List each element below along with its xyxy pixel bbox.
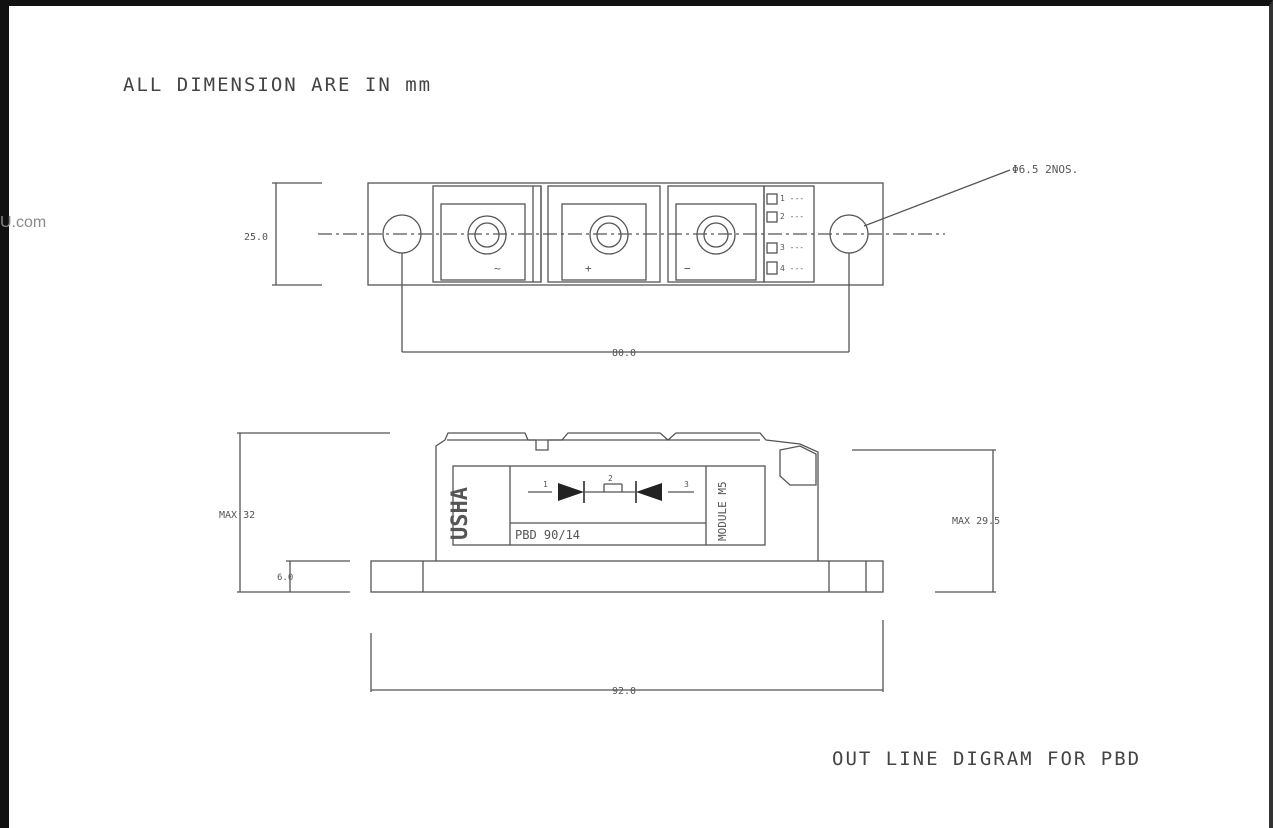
pin-label: 3 ---: [780, 243, 804, 252]
width-dimension: 25.0: [244, 232, 268, 243]
module-housing: [435, 432, 819, 561]
diode-symbol: [558, 483, 584, 501]
right-height-dimension: MAX 29.5: [952, 516, 1000, 527]
screw-terminal-2: [589, 215, 629, 255]
terminal-mark-plus: +: [585, 262, 592, 275]
terminal-mark-ac: ~: [494, 262, 501, 275]
hole-note: Φ6.5 2NOS.: [1012, 163, 1078, 176]
units-heading: ALL DIMENSION ARE IN mm: [123, 74, 433, 96]
terminal-mark-minus: −: [684, 262, 691, 275]
brand-logo: USHA: [448, 487, 473, 540]
base-length-dimension: 92.0: [612, 686, 636, 697]
diode-mark: 1: [543, 480, 548, 489]
side-view: [237, 432, 996, 692]
diode-symbol: [636, 483, 662, 501]
module-label: MODULE M5: [716, 481, 729, 541]
diode-mark: 2: [608, 474, 613, 483]
label-plate: [452, 465, 766, 546]
screw-terminal-3: [696, 215, 736, 255]
base-thickness-dimension: 6.0: [277, 573, 293, 583]
pin-block: [763, 185, 815, 283]
base-plate: [370, 560, 884, 593]
pin-label: 4 ---: [780, 264, 804, 273]
pitch-dimension: 80.0: [612, 348, 636, 359]
screw-terminal-1: [467, 215, 507, 255]
pin-label: 2 ---: [780, 212, 804, 221]
left-height-dimension: MAX 32: [219, 510, 255, 521]
top-view: [272, 169, 1011, 353]
pin-label: 1 ---: [780, 194, 804, 203]
part-number: PBD 90/14: [515, 528, 580, 542]
terminal-block-2: [547, 185, 661, 283]
diode-mark: 3: [684, 480, 689, 489]
watermark: U.com: [0, 214, 47, 231]
diagram-caption: OUT LINE DIGRAM FOR PBD: [832, 748, 1142, 770]
